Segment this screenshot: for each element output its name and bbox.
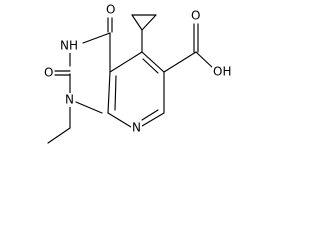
n-ethyl-label: N	[65, 93, 74, 107]
bond-c8a-c4a	[107, 71, 111, 114]
bond-c7-n8	[141, 112, 165, 127]
acid-oxygen-label: O	[191, 9, 200, 23]
bond-c4-n3	[82, 32, 111, 44]
bond-c6-cooh	[163, 51, 197, 73]
bond-cyclopropyl-b	[141, 14, 157, 31]
chemical-structure: O NH O N N O OH	[43, 2, 234, 144]
bond-lines	[47, 14, 215, 144]
acid-oh-label: OH	[213, 65, 231, 79]
bond-n1-c8a	[75, 101, 103, 114]
nh-label: NH	[60, 39, 78, 53]
bond-n8-c8a	[107, 112, 132, 128]
bond-c8a-c4a-inner	[114, 75, 117, 111]
bond-c7-n8-inner	[141, 109, 159, 121]
bond-c5-c6	[141, 51, 165, 73]
oxygen-top-label: O	[106, 3, 115, 17]
n-pyridine-label: N	[132, 121, 141, 135]
oxygen-left-label: O	[44, 66, 53, 80]
bond-cooh-oh	[195, 51, 215, 70]
atom-labels: O NH O N N O OH	[43, 2, 234, 135]
bond-c5-c6-inner	[142, 58, 159, 74]
bond-c4a-c5	[109, 51, 143, 73]
bond-cyclopropyl-a	[131, 14, 143, 31]
bond-ch2-ch3	[47, 127, 71, 144]
